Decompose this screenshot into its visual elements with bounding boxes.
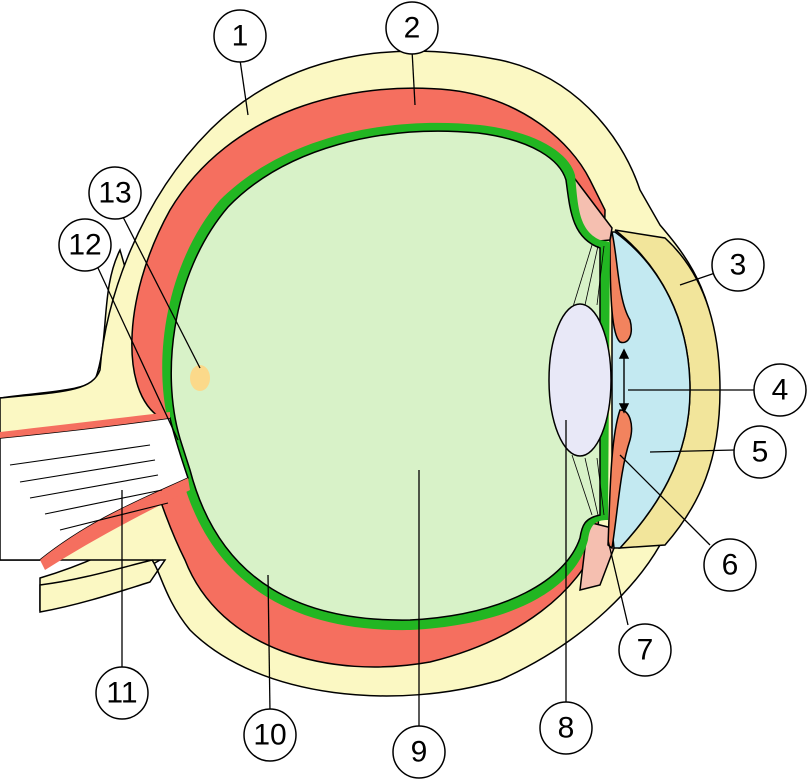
callout-label-13: 13 xyxy=(98,177,131,210)
macula-spot xyxy=(190,365,210,391)
callout-7: 7 xyxy=(618,623,672,677)
callout-label-4: 4 xyxy=(772,374,789,407)
callout-10: 10 xyxy=(243,708,297,762)
callout-label-11: 11 xyxy=(106,677,137,710)
callout-2: 2 xyxy=(385,1,439,55)
leader-lines xyxy=(97,49,758,737)
lens xyxy=(548,303,612,457)
callout-label-1: 1 xyxy=(232,20,249,53)
callout-3: 3 xyxy=(711,238,765,292)
optic-nerve-red-band xyxy=(0,412,170,438)
callout-label-7: 7 xyxy=(637,634,654,667)
callout-label-5: 5 xyxy=(752,436,769,469)
callout-5: 5 xyxy=(733,425,787,479)
optic-nerve-fibers xyxy=(9,444,169,531)
optic-nerve-red-band-lower xyxy=(40,478,190,570)
callout-13: 13 xyxy=(88,166,142,220)
callout-11: 11 xyxy=(95,666,149,720)
callout-4: 4 xyxy=(753,363,807,417)
callout-6: 6 xyxy=(703,538,757,592)
callout-label-12: 12 xyxy=(68,229,101,262)
callout-label-10: 10 xyxy=(253,719,286,752)
vitreous-body xyxy=(170,130,601,621)
pupil-indicator xyxy=(618,348,630,414)
callout-label-9: 9 xyxy=(411,736,428,769)
callout-8: 8 xyxy=(539,701,593,755)
iris-lower xyxy=(607,409,633,550)
callout-12: 12 xyxy=(58,218,112,272)
callout-label-3: 3 xyxy=(730,249,747,282)
callout-1: 1 xyxy=(213,9,267,63)
iris-upper xyxy=(609,231,632,344)
callout-label-2: 2 xyxy=(404,12,421,45)
callout-9: 9 xyxy=(392,725,446,779)
callout-label-6: 6 xyxy=(722,549,739,582)
callout-label-8: 8 xyxy=(558,712,575,745)
zonule-fibers xyxy=(571,244,605,516)
